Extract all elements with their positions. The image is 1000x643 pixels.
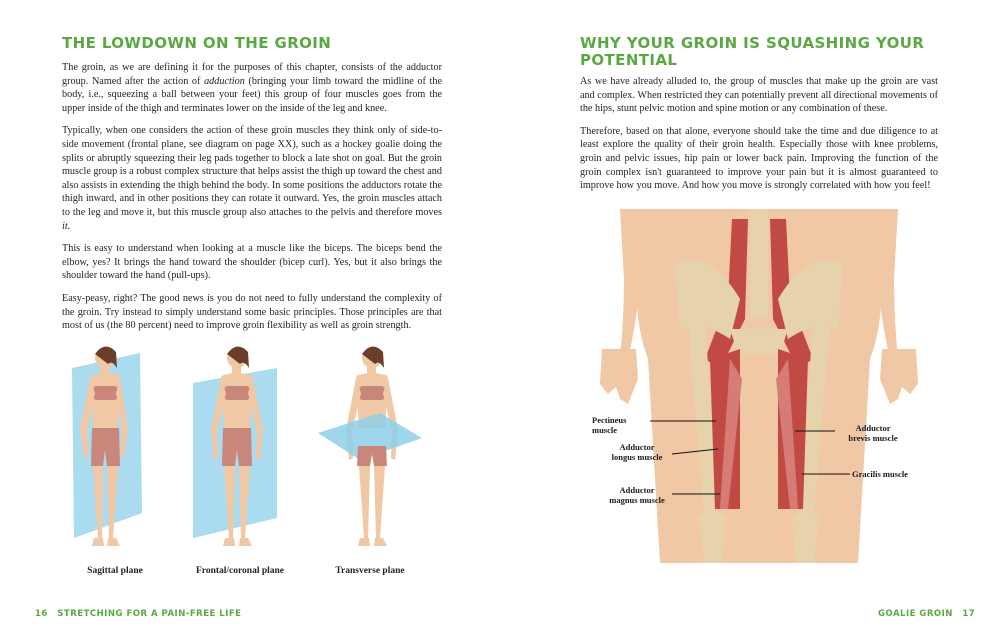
label-gracilis: Gracilis muscle (852, 469, 908, 479)
left-page: The Lowdown on the Groin The groin, as w… (35, 34, 442, 620)
left-footer: 16 Stretching for a Pain-Free Life (35, 609, 241, 619)
right-heading: Why Your Groin Is Squashing Your Potenti… (580, 34, 925, 69)
caption-frontal: Frontal/coronal plane (195, 566, 285, 576)
right-paragraph-1: As we have already alluded to, the group… (580, 76, 938, 115)
anatomy-drawing (580, 209, 938, 563)
right-body: As we have already alluded to, the group… (580, 75, 938, 202)
left-paragraph-4: Easy-peasy, right? The good news is you … (62, 292, 442, 332)
right-paragraph-2: Therefore, based on that alone, everyone… (580, 125, 938, 192)
sagittal-plane-figure (72, 346, 142, 546)
left-paragraph-1: The groin, as we are defining it for the… (62, 62, 442, 114)
left-body: The groin, as we are defining it for the… (62, 61, 442, 342)
caption-sagittal: Sagittal plane (87, 566, 143, 576)
left-paragraph-3: This is easy to understand when looking … (62, 243, 442, 282)
transverse-plane-figure (318, 346, 422, 546)
left-paragraph-2: Typically, when one considers the action… (62, 125, 442, 232)
left-page-number: 16 (35, 609, 48, 619)
right-page-number: 17 (962, 609, 976, 619)
left-heading: The Lowdown on the Groin (62, 34, 332, 52)
frontal-plane-figure (193, 346, 277, 546)
left-running-title: Stretching for a Pain-Free Life (57, 609, 242, 619)
label-pectineus: Pectineus muscle (592, 415, 627, 435)
right-page: Why Your Groin Is Squashing Your Potenti… (500, 0, 1000, 643)
caption-transverse: Transverse plane (335, 566, 405, 576)
right-running-title: Goalie Groin (878, 609, 953, 619)
right-footer: Goalie Groin 17 (878, 609, 975, 619)
